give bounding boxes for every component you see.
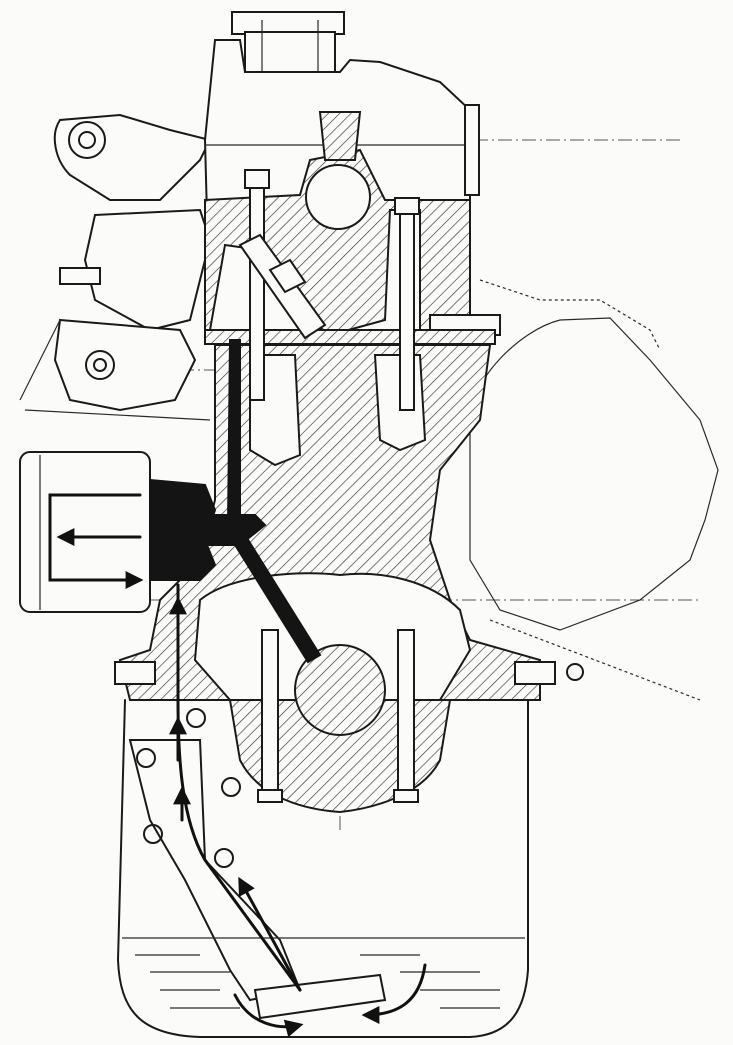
transmission-housing-outline [469,279,719,701]
cylinder-head [204,104,501,337]
head-gasket [204,329,496,345]
spark-plug [238,233,327,340]
oil-sump [117,699,529,1038]
oil-flow-arrows [169,583,427,1038]
oil-gallery [204,339,322,664]
bearing-cap-bolts [114,629,584,803]
oil-filter [19,451,217,613]
oil-filler-cap [231,11,345,73]
head-bolts [244,169,420,411]
left-bracket-assembly [19,113,212,421]
oil-pump-pickup [128,708,387,1020]
